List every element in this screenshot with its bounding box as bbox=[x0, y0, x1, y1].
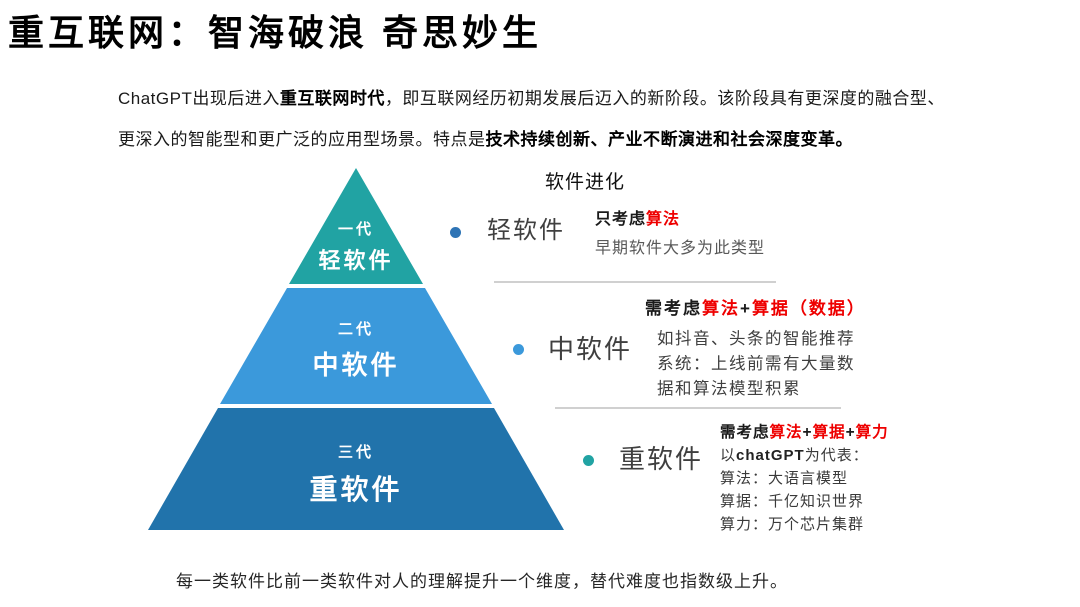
bullet-icon bbox=[513, 344, 524, 355]
item1-title-red: 算法 bbox=[646, 211, 681, 228]
bullet-icon bbox=[583, 455, 594, 466]
example-post: 为代表： bbox=[804, 447, 869, 464]
example-pre: 以 bbox=[720, 447, 737, 464]
pyramid-tier3-shape bbox=[148, 408, 564, 530]
item3-title: 需考虑算法+算据+算力 bbox=[720, 424, 889, 443]
item3-title-plus: + bbox=[845, 424, 856, 441]
item3-title-red: 算法 bbox=[769, 424, 803, 441]
pyramid-tier3-name: 重软件 bbox=[309, 474, 403, 505]
item2-title-red: 算法 bbox=[702, 299, 740, 318]
item-label-medium-software: 中软件 bbox=[548, 334, 633, 364]
item3-detail-line: 算法：大语言模型 bbox=[720, 470, 849, 487]
intro-segment: ChatGPT出现后进入 bbox=[118, 89, 280, 108]
example-chatgpt: chatGPT bbox=[736, 447, 805, 464]
item3-title-red: 算力 bbox=[855, 424, 889, 441]
item2-desc-line: 系统：上线前需有大量数 bbox=[657, 355, 855, 373]
page-title: 重互联网：智海破浪 奇思妙生 bbox=[8, 12, 543, 53]
item3-title-red: 算据 bbox=[812, 424, 846, 441]
intro-paragraph: ChatGPT出现后进入重互联网时代，即互联网经历初期发展后迈入的新阶段。该阶段… bbox=[118, 78, 998, 160]
item3-title-black: 需考虑 bbox=[720, 424, 770, 441]
pyramid-tier2-name: 中软件 bbox=[312, 350, 400, 380]
item1-title: 只考虑算法 bbox=[595, 210, 680, 229]
pyramid-tier1-generation: 一代 bbox=[337, 221, 374, 238]
intro-segment: ，即互联网经历初期发展后迈入的新阶段。该阶段具有更深度的融合型、 bbox=[384, 89, 945, 108]
item2-title: 需考虑算法+算据（数据） bbox=[645, 299, 866, 319]
item2-desc-line: 据和算法模型积累 bbox=[657, 380, 801, 398]
footer-note: 每一类软件比前一类软件对人的理解提升一个维度，替代难度也指数级上升。 bbox=[176, 572, 788, 591]
pyramid-tier1-name: 轻软件 bbox=[318, 248, 394, 273]
pyramid-tier1-shape bbox=[289, 168, 423, 284]
item2-title-black: 需考虑 bbox=[645, 299, 702, 318]
pyramid-tier2-shape bbox=[220, 288, 492, 404]
divider bbox=[555, 407, 841, 409]
pyramid-tier3-generation: 三代 bbox=[337, 444, 374, 461]
pyramid-diagram: 一代 轻软件 二代 中软件 三代 重软件 bbox=[140, 160, 580, 540]
item2-description: 如抖音、头条的智能推荐 系统：上线前需有大量数 据和算法模型积累 bbox=[657, 327, 855, 402]
item3-example-line: 以chatGPT为代表： bbox=[720, 444, 869, 467]
item2-title-plus: + bbox=[740, 299, 752, 318]
intro-highlight: 技术持续创新、产业不断演进和社会深度变革。 bbox=[485, 130, 853, 149]
item2-desc-line: 如抖音、头条的智能推荐 bbox=[657, 330, 855, 348]
item3-title-plus: + bbox=[802, 424, 813, 441]
item1-title-black: 只考虑 bbox=[595, 211, 647, 228]
item1-description: 早期软件大多为此类型 bbox=[595, 240, 766, 257]
item-label-light-software: 轻软件 bbox=[487, 217, 565, 244]
item3-detail-line: 算据：千亿知识世界 bbox=[720, 493, 865, 510]
pyramid-shape bbox=[148, 168, 564, 530]
pyramid-tier2-generation: 二代 bbox=[337, 321, 374, 338]
divider bbox=[494, 281, 776, 283]
item3-description: 以chatGPT为代表： 算法：大语言模型 算据：千亿知识世界 算力：万个芯片集… bbox=[720, 444, 869, 536]
item3-detail-line: 算力：万个芯片集群 bbox=[720, 516, 865, 533]
evolution-heading: 软件进化 bbox=[545, 172, 626, 193]
bullet-icon bbox=[450, 227, 461, 238]
item2-title-red: 算据（数据） bbox=[751, 299, 866, 318]
intro-segment: 更深入的智能型和更广泛的应用型场景。特点是 bbox=[118, 130, 486, 149]
item-label-heavy-software: 重软件 bbox=[619, 444, 704, 474]
intro-highlight: 重互联网时代 bbox=[279, 89, 385, 108]
